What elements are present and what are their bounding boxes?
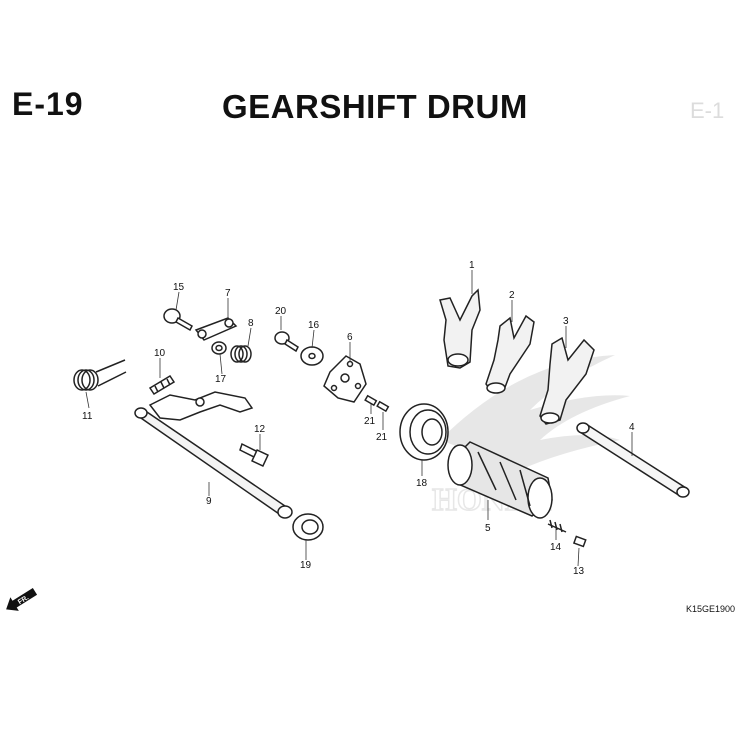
front-arrow-label: FR.: [17, 594, 30, 606]
part-label-5: 5: [485, 523, 491, 534]
part-label-15: 15: [173, 282, 185, 293]
part-label-17: 17: [215, 374, 227, 385]
part-label-7: 7: [225, 288, 231, 299]
part-labels: 1 2 3 4 5 6 7 8 9 10 11 12 13 14 15 16 1…: [82, 260, 635, 577]
part-label-3: 3: [563, 316, 569, 327]
part-15-bolt: [163, 308, 193, 332]
part-8-return-spring: [230, 345, 252, 363]
part-12-bolt: [239, 442, 269, 467]
diagram-code: E-19: [12, 86, 84, 122]
part-label-9: 9: [206, 496, 212, 507]
part-16-washer: [300, 346, 324, 366]
part-13-pin: [572, 535, 587, 548]
part-label-4: 4: [629, 422, 635, 433]
part-label-21b: 21: [376, 432, 388, 443]
part-6-drum-center: [323, 355, 367, 403]
part-label-11: 11: [82, 411, 93, 422]
part-2-shift-fork: [485, 314, 535, 394]
part-label-21a: 21: [364, 416, 376, 427]
part-10-pin: [148, 374, 176, 396]
part-label-10: 10: [154, 348, 166, 359]
front-arrow: FR.: [6, 587, 38, 611]
part-label-1: 1: [469, 260, 475, 271]
part-label-13: 13: [573, 566, 585, 577]
faded-section-mark: E-1: [690, 98, 725, 123]
part-3-shift-fork: [539, 336, 595, 425]
part-label-20: 20: [275, 306, 287, 317]
part-1-shift-fork: [439, 288, 481, 369]
part-21-dowel-pins: [364, 394, 390, 413]
part-label-16: 16: [308, 320, 320, 331]
part-9-gearshift-spindle: [134, 391, 293, 519]
part-7-stopper-arm: [194, 317, 238, 341]
part-19-oil-seal: [292, 513, 324, 541]
part-label-14: 14: [550, 542, 562, 553]
leader-lines: [85, 270, 633, 567]
part-label-8: 8: [248, 318, 254, 329]
part-11-spring: [73, 359, 127, 391]
reference-code: K15GE1900: [686, 604, 736, 614]
part-17-washer: [211, 341, 227, 355]
part-5-gearshift-drum: [447, 441, 553, 519]
part-label-12: 12: [254, 424, 266, 435]
page-title: GEARSHIFT DRUM: [222, 88, 528, 125]
part-20-bolt: [274, 331, 299, 353]
part-label-18: 18: [416, 478, 428, 489]
part-label-19: 19: [300, 560, 312, 571]
part-label-6: 6: [347, 332, 353, 343]
part-label-2: 2: [509, 290, 515, 301]
part-18-bearing: [399, 403, 449, 461]
part-14-spring: [547, 519, 567, 533]
part-4-fork-shaft: [576, 422, 690, 498]
